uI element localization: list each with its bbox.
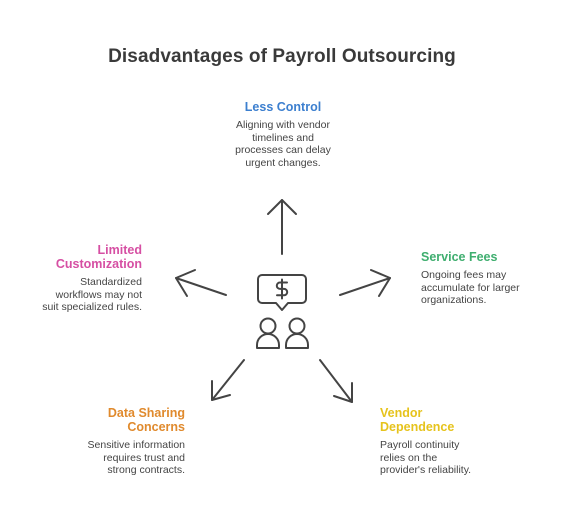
heading-line: Vendor <box>380 406 423 420</box>
heading-line: Data Sharing <box>107 406 185 420</box>
desc-line: timelines and <box>252 131 314 144</box>
desc-line: organizations. <box>421 294 487 306</box>
desc-line: urgent changes. <box>245 156 321 169</box>
heading-line: Concerns <box>127 420 185 434</box>
service-fees-heading: Service Fees <box>421 250 498 264</box>
desc-line: provider's reliability. <box>380 464 472 476</box>
desc-line: strong contracts. <box>107 464 185 476</box>
heading-line: Limited <box>97 243 142 257</box>
arrow-right-icon <box>339 269 391 297</box>
data-sharing-block: Data Sharing Concerns Sensitive informat… <box>40 406 185 477</box>
limited-customization-description: Standardized workflows may not suit spec… <box>20 276 142 314</box>
limited-customization-heading: Limited Customization <box>20 243 142 271</box>
arrow-up-icon <box>267 199 297 255</box>
less-control-description: Aligning with vendor timelines and proce… <box>208 119 358 169</box>
desc-line: Aligning with vendor <box>236 119 330 131</box>
desc-line: Payroll continuity <box>380 439 460 451</box>
heading-line: Customization <box>55 257 142 271</box>
vendor-dependence-heading: Vendor Dependence <box>380 406 520 434</box>
desc-line: requires trust and <box>103 451 185 464</box>
heading-line: Dependence <box>380 420 455 434</box>
arrow-left-icon <box>175 269 227 297</box>
desc-line: accumulate for larger <box>421 281 520 294</box>
desc-line: processes can delay <box>235 144 331 156</box>
less-control-block: Less Control Aligning with vendor timeli… <box>208 100 358 169</box>
desc-line: relies on the <box>380 451 438 464</box>
payroll-people-dollar-icon <box>256 274 309 349</box>
desc-line: Sensitive information <box>87 439 185 451</box>
data-sharing-heading: Data Sharing Concerns <box>40 406 185 434</box>
desc-line: suit specialized rules. <box>42 301 142 313</box>
data-sharing-description: Sensitive information requires trust and… <box>40 439 185 477</box>
desc-line: workflows may not <box>55 288 142 301</box>
vendor-dependence-description: Payroll continuity relies on the provide… <box>380 439 520 477</box>
arrow-down-right-icon <box>319 359 353 403</box>
desc-line: Standardized <box>80 276 142 288</box>
limited-customization-block: Limited Customization Standardized workf… <box>20 243 142 314</box>
service-fees-block: Service Fees Ongoing fees may accumulate… <box>421 250 541 307</box>
page-title: Disadvantages of Payroll Outsourcing <box>108 46 456 67</box>
service-fees-description: Ongoing fees may accumulate for larger o… <box>421 269 541 307</box>
vendor-dependence-block: Vendor Dependence Payroll continuity rel… <box>380 406 520 477</box>
desc-line: Ongoing fees may <box>421 269 507 281</box>
arrow-down-left-icon <box>211 359 245 401</box>
less-control-heading: Less Control <box>244 100 322 114</box>
